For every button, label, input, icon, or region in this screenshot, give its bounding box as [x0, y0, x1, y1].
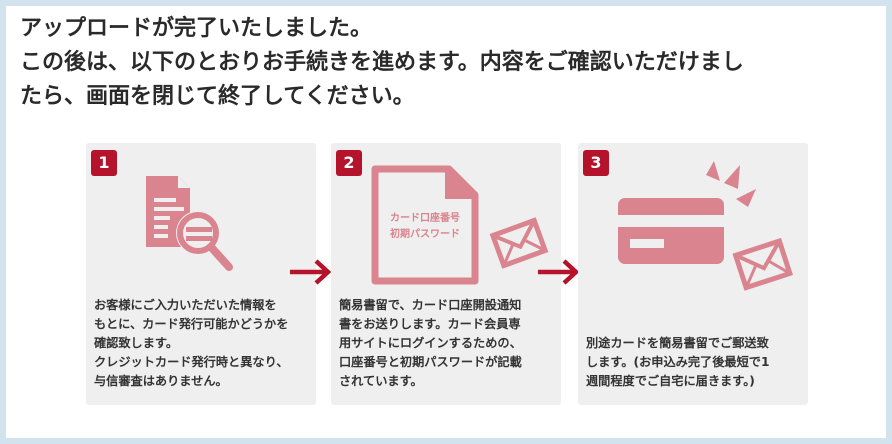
step-1-line: クレジットカード発行時と異なり、	[94, 355, 289, 369]
step-3-description: 別途カードを簡易書留でご郵送致 します。(お申込み完了後最短で1 週間程度でご自…	[586, 334, 806, 391]
step-2-line: 用サイトにログインするための、	[339, 336, 522, 350]
completion-message-line-2: この後は、以下のとおりお手続きを進めます。内容をご確認いただけまし	[20, 50, 744, 75]
step-card-1: 1 お客様にご入力いただいた情報を もとに、カード発行可能かどうかを 確認致しま…	[86, 143, 316, 405]
step-3-line: 週間程度でご自宅に届きます。)	[586, 374, 755, 388]
step-number-badge: 1	[91, 150, 117, 176]
credit-card-icon	[618, 161, 756, 264]
step-1-line: 与信審査はありません。	[94, 374, 228, 388]
step-2-description: 簡易書留で、カード口座開設通知 書をお送りします。カード会員専 用サイトにログイ…	[339, 296, 559, 391]
step-3-line: します。(お申込み完了後最短で1	[586, 355, 770, 369]
document-search-icon	[146, 176, 233, 271]
step-3-line: 別途カードを簡易書留でご郵送致	[586, 336, 769, 350]
step-2-line: 口座番号と初期パスワードが記載	[339, 355, 522, 369]
step-1-line: もとに、カード発行可能かどうかを	[94, 317, 289, 331]
step-1-line: お客様にご入力いただいた情報を	[94, 298, 277, 312]
completion-message: アップロードが完了いたしました。 この後は、以下のとおりお手続きを進めます。内容…	[20, 12, 880, 114]
chevron-arrow-right-icon	[290, 259, 332, 285]
document-label-line: 初期パスワード	[390, 229, 460, 240]
upload-complete-panel: アップロードが完了いたしました。 この後は、以下のとおりお手続きを進めます。内容…	[6, 6, 886, 438]
step-2-line: 簡易書留で、カード口座開設通知	[339, 298, 522, 312]
notice-document-label: カード口座番号 初期パスワード	[379, 211, 471, 243]
completion-message-line-3: たら、画面を閉じて終了してください。	[20, 84, 415, 109]
envelope-icon	[489, 217, 549, 269]
notice-document-icon	[371, 165, 479, 285]
step-number-badge: 2	[336, 150, 362, 176]
envelope-icon	[732, 237, 794, 291]
step-2-line: されています。	[339, 374, 423, 388]
completion-message-line-1: アップロードが完了いたしました。	[20, 16, 373, 41]
chevron-arrow-right-icon	[538, 259, 580, 285]
step-1-line: 確認致します。	[94, 336, 179, 350]
step-2-line: 書をお送りします。カード会員専	[339, 317, 521, 331]
step-number-badge: 3	[583, 150, 609, 176]
step-card-2: 2 カード口座番号 初期パスワード 簡易書留で、カード口座開設通知 書をお送りし…	[331, 143, 561, 405]
step-card-3: 3 別途カードを簡易書留でご郵送致 します。(お申込み完了後最短で1 週間程度で…	[578, 143, 808, 405]
step-1-description: お客様にご入力いただいた情報を もとに、カード発行可能かどうかを 確認致します。…	[94, 296, 314, 391]
document-label-line: カード口座番号	[390, 213, 460, 224]
